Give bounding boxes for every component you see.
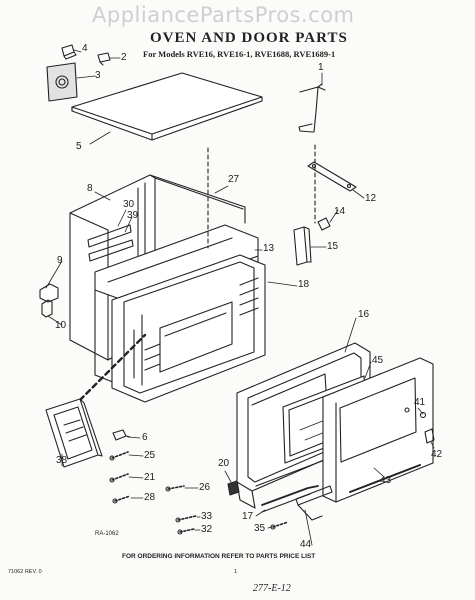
callout-3: 3 (95, 70, 101, 81)
part-15-bracket (293, 226, 312, 266)
part-21-hardware (109, 473, 129, 483)
part-33-hardware (175, 515, 197, 523)
callout-42: 42 (431, 449, 443, 460)
part-28-hardware (112, 495, 131, 504)
callout-44: 44 (300, 539, 312, 550)
part-12-strip (307, 161, 357, 192)
page-number: 1 (234, 569, 238, 575)
callout-25: 25 (144, 450, 156, 461)
callout-20: 20 (218, 458, 230, 469)
callout-45: 45 (372, 355, 384, 366)
part-32-hardware (177, 528, 195, 535)
diagram-subtitle: For Models RVE16, RVE16-1, RVE1688, RVE1… (143, 49, 336, 59)
part-41-screw (419, 411, 427, 419)
leader-lines (78, 144, 316, 402)
part-17-hinge-rod (261, 485, 319, 513)
part-4-clip (61, 44, 77, 60)
part-44-door-bottom (295, 485, 333, 521)
callout-9: 9 (57, 255, 63, 266)
callout-15: 15 (327, 241, 339, 252)
callout-18: 18 (298, 279, 310, 290)
callout-17: 17 (242, 511, 254, 522)
part-2-bracket (97, 52, 111, 66)
callout-39: 39 (127, 210, 139, 221)
part-14-screw (317, 217, 331, 231)
watermark: AppliancePartsPros.com (92, 3, 355, 27)
callout-33: 33 (201, 511, 213, 522)
callout-26: 26 (199, 482, 211, 493)
callout-21: 21 (144, 472, 156, 483)
callout-28: 28 (144, 492, 156, 503)
callout-6: 6 (142, 432, 148, 443)
ordering-note: FOR ORDERING INFORMATION REFER TO PARTS … (122, 553, 316, 560)
part-18-liner (111, 254, 266, 403)
diagram-title: OVEN AND DOOR PARTS (150, 30, 348, 46)
part-30-39-brackets (87, 224, 134, 262)
callout-27: 27 (228, 174, 240, 185)
handwritten-note: 277-E-12 (253, 583, 291, 594)
document-number: 71062 REV. 0 (8, 569, 42, 575)
part-6-hardware (112, 429, 131, 441)
part-1-rod (298, 83, 326, 133)
part-26-hardware (165, 485, 185, 492)
callout-10: 10 (55, 320, 67, 331)
callout-5: 5 (76, 141, 82, 152)
callout-leaders (45, 49, 435, 546)
callout-12: 12 (365, 193, 377, 204)
callout-14: 14 (334, 206, 346, 217)
drawing-code: RA-1062 (95, 531, 119, 537)
part-20-latch (227, 480, 240, 496)
callout-2: 2 (121, 52, 127, 63)
part-5-top-panel (71, 72, 263, 141)
callout-32: 32 (201, 524, 213, 535)
callout-13: 13 (263, 243, 275, 254)
callout-1: 1 (318, 62, 324, 73)
part-3-plate (46, 62, 78, 102)
callout-30: 30 (123, 199, 135, 210)
part-35-screw (270, 521, 289, 530)
callout-38: 38 (56, 455, 68, 466)
part-9-10-knob (39, 283, 59, 318)
callout-8: 8 (87, 183, 93, 194)
callout-43: 43 (380, 475, 392, 486)
callout-41: 41 (414, 397, 426, 408)
callout-16: 16 (358, 309, 370, 320)
part-25-hardware (109, 451, 129, 461)
callout-35: 35 (254, 523, 266, 534)
part-38-back-panel (45, 398, 103, 468)
callout-4: 4 (82, 43, 88, 54)
part-42-stop (424, 428, 435, 444)
